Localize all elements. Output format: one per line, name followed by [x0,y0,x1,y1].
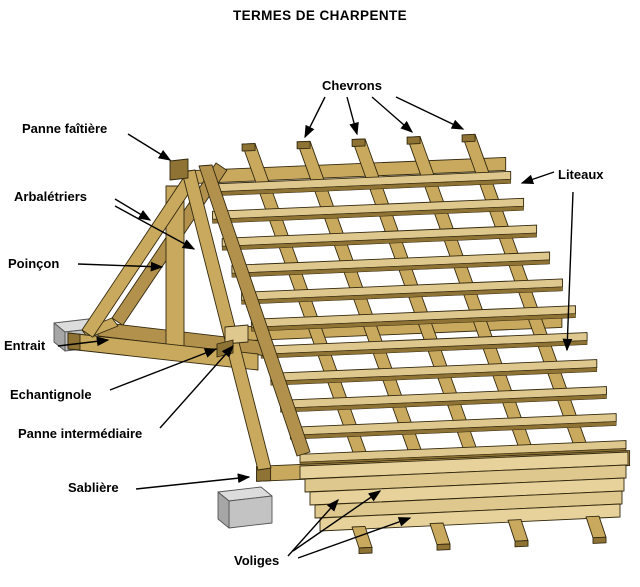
chevron-top-end [351,138,366,147]
leader-arrow [304,96,326,139]
chevron-end-post [429,522,451,546]
chevron-end-post-cap [358,546,373,555]
liteau-batten-edge [280,394,607,413]
leader-arrow [297,517,412,559]
chevron-end-post [507,519,529,542]
leader-arrow [371,96,414,133]
wall-support-side [53,322,66,352]
leader-arrow [57,336,110,347]
label-voliges: Voliges [234,553,280,568]
wall-support-front [228,495,273,529]
leader-arrow [287,498,339,557]
chevron-end-post-cap [514,540,529,548]
timber-structure [53,133,631,555]
label-chevrons: Chevrons [322,78,382,93]
volige-board [304,464,627,493]
liteau-batten-edge [289,421,617,440]
entrait-end [67,332,81,351]
liteau-batten-edge [221,232,537,251]
panne-intermediaire-end [224,324,249,345]
chevron-top-end [241,143,256,152]
label-panne-faitiere: Panne faîtière [22,121,108,136]
liteau-batten-edge [251,313,576,332]
volige-board [309,477,625,506]
chevron-top-end [296,140,311,150]
leader-arrow [159,344,234,429]
page-title: TERMES DE CHARPENTE [232,8,408,23]
leader-arrow [395,96,465,130]
label-poincon: Poinçon [8,256,60,271]
chevron-end-post-cap [436,543,451,551]
label-echantignole: Echantignole [10,387,92,402]
leader-arrows [57,96,574,559]
liteau-batten-edge [212,206,524,224]
leader-arrow [77,261,164,272]
liteau-batten-edge [231,259,550,278]
liteau-batten-edge [260,340,588,359]
volige-board [299,451,629,480]
label-liteaux: Liteaux [558,167,604,182]
label-panne-intermediaire: Panne intermédiaire [18,426,143,441]
chevron-end-post-cap [592,536,607,544]
label-entrait: Entrait [4,338,46,353]
label-arbaletriers: Arbalétriers [14,189,87,204]
leader-arrow [109,348,218,391]
liteau-batten-edge [241,286,563,305]
leader-arrow [114,198,152,221]
leader-arrow [562,191,574,352]
chevron-top-end [406,136,421,145]
leader-arrow [127,133,172,161]
chevron-top-end [461,133,476,143]
chevron-end-post [585,515,607,539]
leader-arrow [135,473,251,490]
leader-arrow [292,490,382,552]
label-sabliere: Sablière [68,480,119,495]
volige-board [319,503,621,532]
wall-support-side [217,491,230,529]
leader-arrow [114,205,196,250]
panne-faitiere-end [169,158,189,181]
leader-arrow [520,171,555,184]
leader-arrow [346,96,359,136]
volige-board [314,490,623,519]
liteau-batten-edge [270,367,598,386]
arbaletrier-rear-right [198,164,311,457]
arbaletrier-front-right [181,169,272,471]
